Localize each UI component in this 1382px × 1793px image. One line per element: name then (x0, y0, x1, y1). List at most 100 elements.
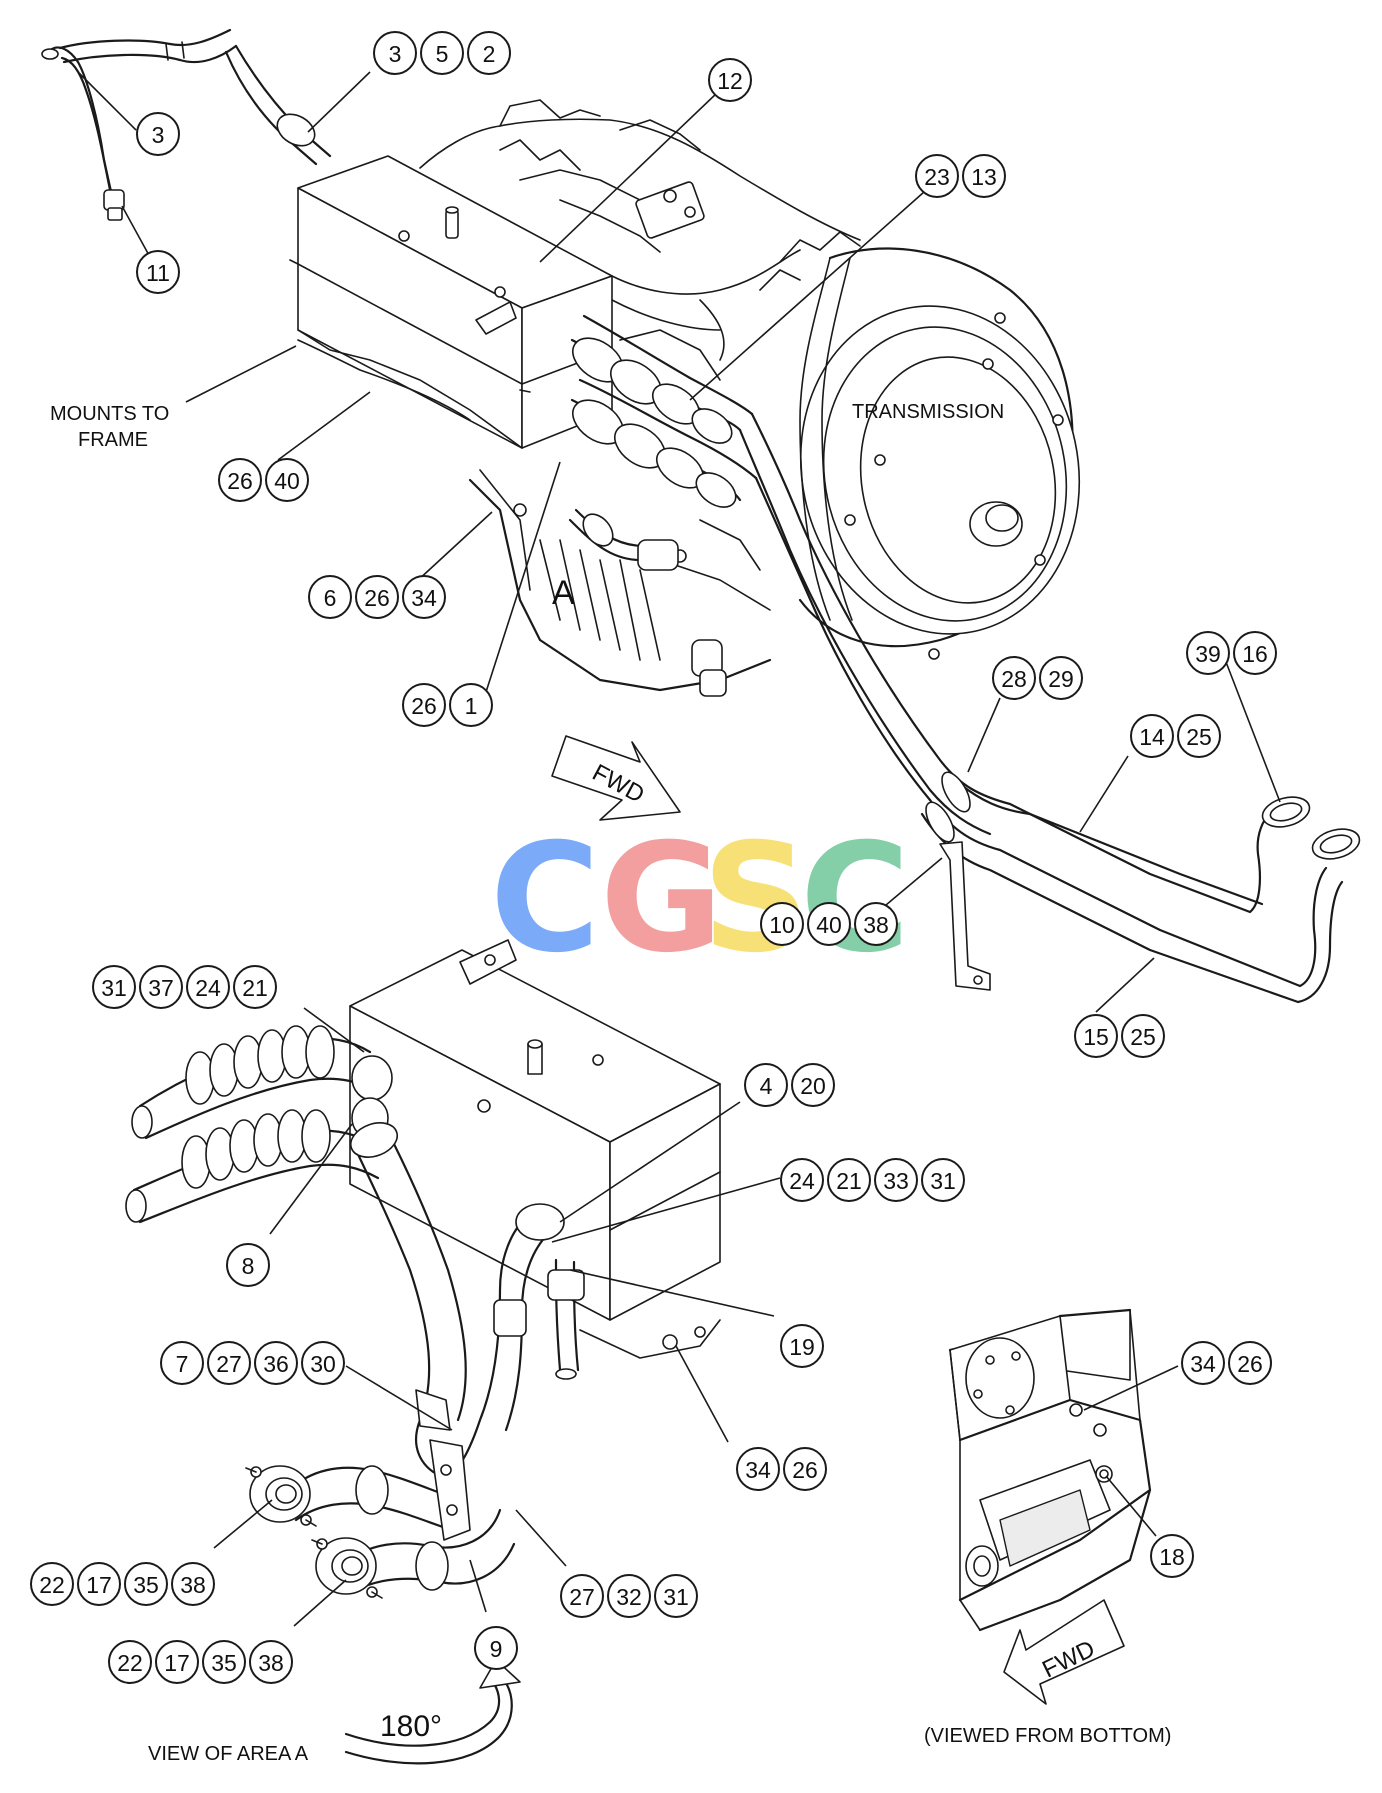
callout-number: 28 (1001, 666, 1027, 692)
callout-circle (160, 1341, 204, 1385)
callout-number: 3 (152, 122, 165, 148)
callout-number: 6 (324, 585, 337, 611)
callout-circle (254, 1341, 298, 1385)
callout-number: 3 (389, 41, 402, 67)
callout-circle (249, 1640, 293, 1684)
callout-number: 35 (133, 1572, 159, 1598)
callout-number: 25 (1130, 1024, 1156, 1050)
callout-number: 10 (769, 912, 795, 938)
fwd-arrow-top: FWD (551, 735, 681, 821)
callout-number: 24 (789, 1168, 815, 1194)
viewed-from-bottom-label: (VIEWED FROM BOTTOM) (924, 1725, 1171, 1747)
callout-circle (155, 1640, 199, 1684)
transmission-housing (759, 231, 1081, 660)
leader-lines (77, 71, 1281, 1627)
bellows-lower (181, 1109, 331, 1189)
callout-number: 1 (465, 693, 478, 719)
callout-number: 24 (195, 975, 221, 1001)
callout-circle (1121, 1014, 1165, 1058)
callout-circle (467, 31, 511, 75)
callout-circle (874, 1158, 918, 1202)
callout-number: 11 (146, 260, 170, 286)
callout-number: 35 (211, 1650, 237, 1676)
long-tubes (738, 412, 1361, 1004)
mounts-label-line2: FRAME (78, 429, 148, 451)
fwd-arrow-bottom: FWD (1003, 1599, 1125, 1705)
callout-circle (202, 1640, 246, 1684)
callout-group: 19 (780, 1324, 824, 1368)
callout-circle (915, 154, 959, 198)
callout-number: 38 (863, 912, 889, 938)
callout-group: 8 (226, 1243, 270, 1287)
watermark-letter: G (600, 812, 723, 986)
callout-number: 26 (364, 585, 390, 611)
callout-number: 31 (101, 975, 127, 1001)
watermark-letter: S (702, 812, 810, 986)
callout-number: 34 (1190, 1351, 1216, 1377)
callout-circle (780, 1158, 824, 1202)
callout-number: 18 (1159, 1544, 1185, 1570)
callout-circle (449, 683, 493, 727)
callout-number: 32 (616, 1584, 642, 1610)
area-a-label: A (552, 574, 575, 612)
small-hose (41, 28, 238, 221)
callout-circle (226, 1243, 270, 1287)
callout-circle (1181, 1341, 1225, 1385)
callout-number: 16 (1242, 641, 1268, 667)
cooler-box (289, 155, 613, 449)
callout-number: 38 (258, 1650, 284, 1676)
callout-circle (962, 154, 1006, 198)
lower-manifold (288, 1389, 516, 1592)
callout-circle (77, 1562, 121, 1606)
callout-circle (136, 250, 180, 294)
callout-circle (992, 656, 1036, 700)
callout-circle (207, 1341, 251, 1385)
callout-circle (1233, 631, 1277, 675)
top-assembly: A (41, 28, 1361, 1004)
callout-circle (760, 902, 804, 946)
callout-number: 27 (216, 1351, 242, 1377)
mounts-label-line1: MOUNTS TO (50, 403, 169, 425)
callout-circle (1186, 631, 1230, 675)
callout-circle (92, 965, 136, 1009)
callout-group: 28 29 (992, 656, 1083, 700)
flange-lower (311, 1537, 383, 1599)
callout-number: 33 (883, 1168, 909, 1194)
callout-circle (654, 1574, 698, 1618)
view-area-a-label: VIEW OF AREA A (148, 1743, 309, 1765)
callout-circle (827, 1158, 871, 1202)
callout-number: 26 (792, 1457, 818, 1483)
callout-number: 4 (760, 1073, 773, 1099)
callout-circle (108, 1640, 152, 1684)
callout-number: 26 (227, 468, 253, 494)
cooler-hoses (568, 314, 758, 571)
callout-number: 37 (148, 975, 174, 1001)
callout-circle (218, 458, 262, 502)
callout-circle (921, 1158, 965, 1202)
callout-circle (30, 1562, 74, 1606)
callout-circle (708, 58, 752, 102)
callout-number: 19 (789, 1334, 815, 1360)
callout-circle (171, 1562, 215, 1606)
callout-circle (474, 1626, 518, 1670)
callout-number: 29 (1048, 666, 1074, 692)
callout-number: 7 (176, 1351, 189, 1377)
callout-group: 9 (474, 1626, 518, 1670)
callout-circle (1130, 714, 1174, 758)
bottom-view: FWD (VIEWED FROM BOTTOM) (924, 1308, 1171, 1747)
callout-number: 38 (180, 1572, 206, 1598)
callout-circle (402, 575, 446, 619)
